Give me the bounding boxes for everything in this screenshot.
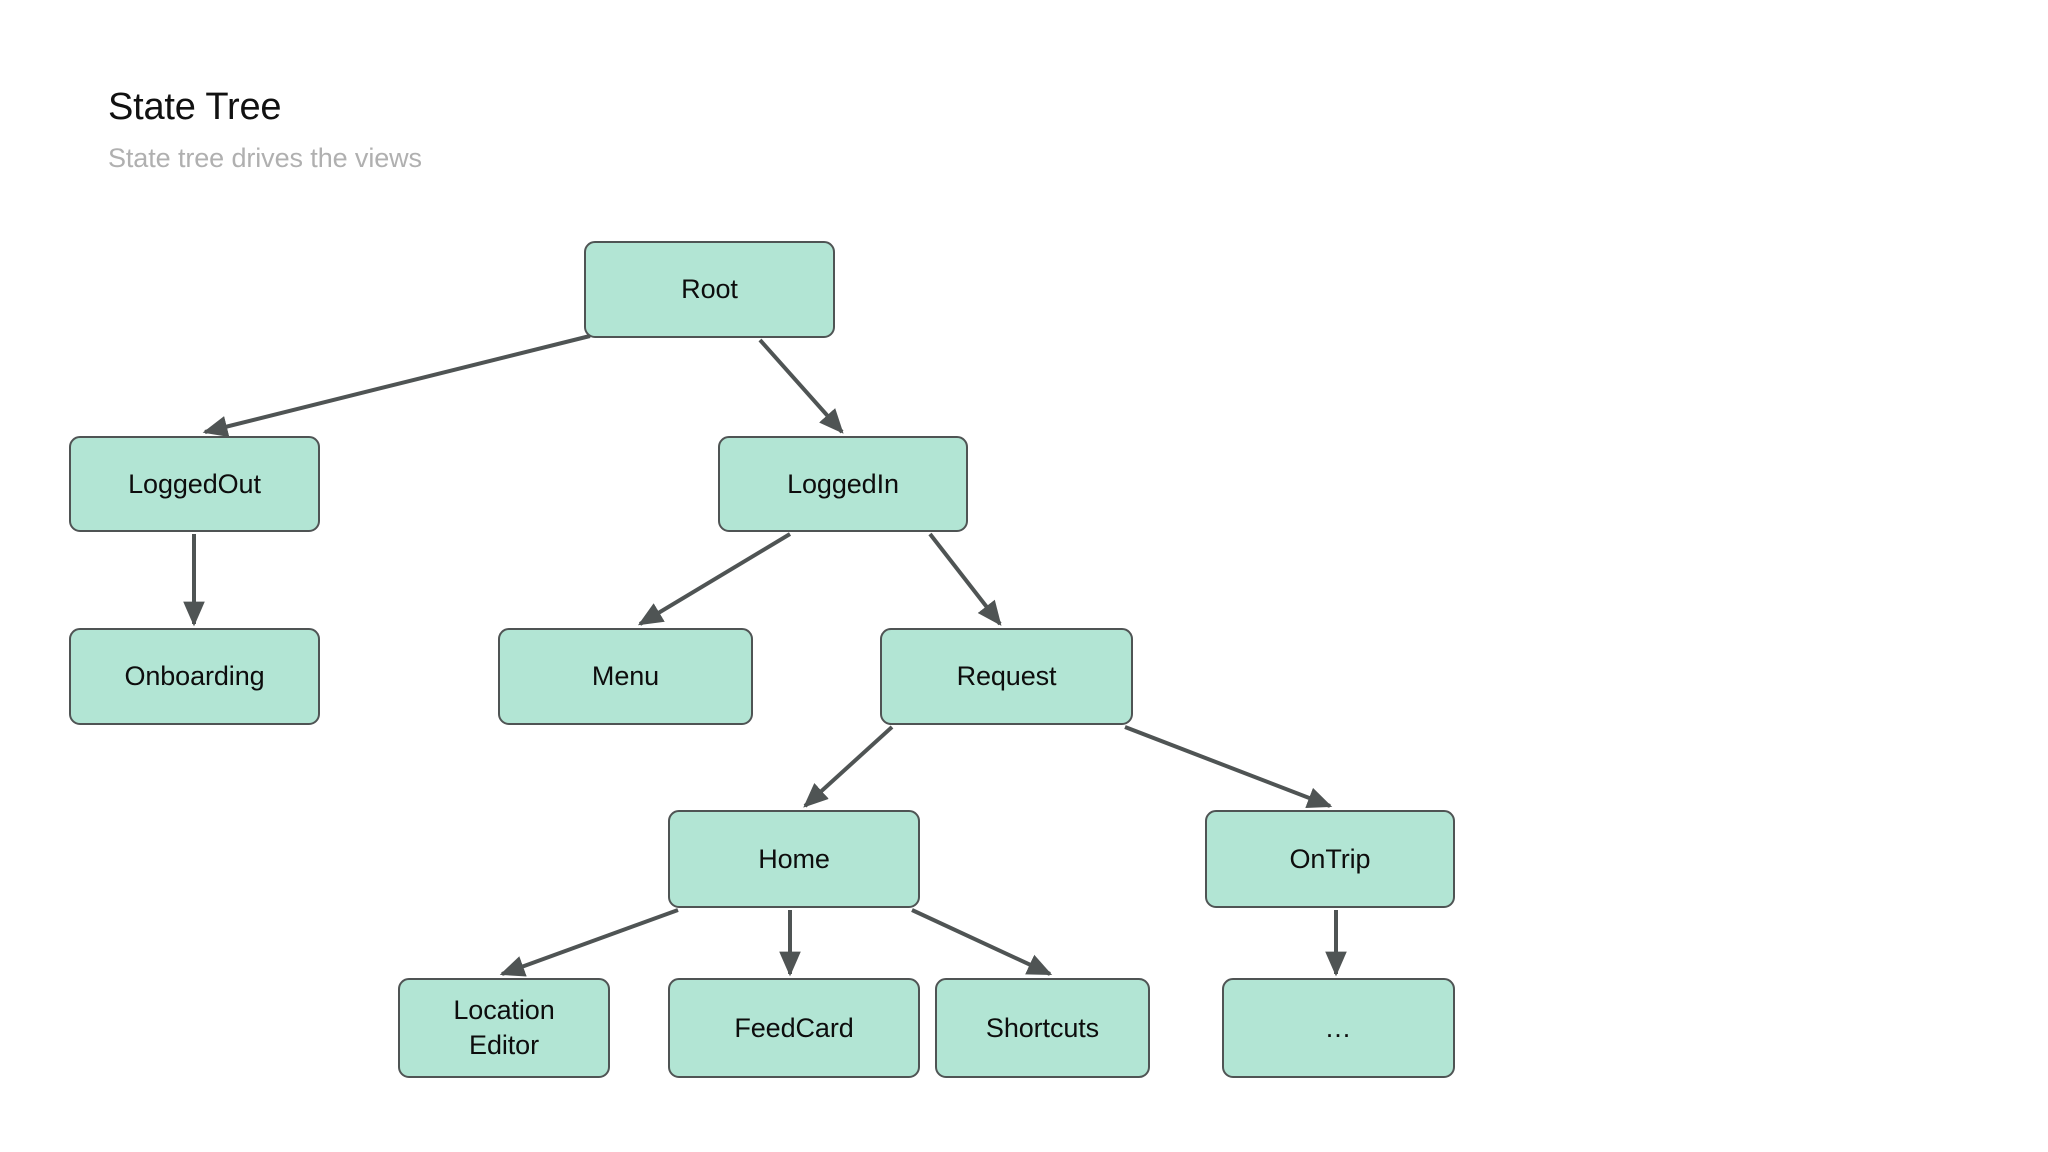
node-shortcuts[interactable]: Shortcuts (935, 978, 1150, 1078)
edge-home-to-shortcuts (911, 908, 1053, 976)
node-label: Location Editor (453, 995, 555, 1060)
node-home[interactable]: Home (668, 810, 920, 908)
node-loggedout[interactable]: LoggedOut (69, 436, 320, 532)
page-subtitle: State tree drives the views (108, 142, 422, 173)
node-menu[interactable]: Menu (498, 628, 753, 725)
node-label: ... (1325, 1012, 1352, 1043)
node-ontrip[interactable]: OnTrip (1205, 810, 1455, 908)
node-loggedin[interactable]: LoggedIn (718, 436, 968, 532)
edge-loggedin-to-request (928, 532, 1002, 626)
node-label: LoggedIn (787, 468, 899, 499)
node-label: LoggedOut (128, 468, 261, 499)
node-ellipsis[interactable]: ... (1222, 978, 1455, 1078)
node-location[interactable]: Location Editor (398, 978, 610, 1078)
node-label: FeedCard (734, 1012, 854, 1043)
edge-loggedin-to-menu (637, 532, 792, 626)
edge-home-to-location (499, 908, 679, 977)
node-label: Root (681, 274, 738, 305)
node-root[interactable]: Root (584, 241, 835, 338)
node-label: Onboarding (124, 661, 265, 692)
node-label: Home (758, 843, 830, 874)
node-onboarding[interactable]: Onboarding (69, 628, 320, 725)
page-title: State Tree (108, 86, 282, 128)
edge-root-to-loggedout (202, 334, 591, 438)
node-request[interactable]: Request (880, 628, 1133, 725)
node-feedcard[interactable]: FeedCard (668, 978, 920, 1078)
edge-request-to-home (803, 725, 894, 808)
edge-request-to-ontrip (1124, 725, 1333, 809)
node-label: OnTrip (1289, 843, 1371, 874)
node-label: Shortcuts (985, 1012, 1100, 1043)
diagram-header: State Tree State tree drives the views (108, 86, 1008, 174)
node-label: Menu (591, 661, 660, 692)
edge-root-to-loggedin (758, 338, 844, 434)
node-label: Request (956, 661, 1057, 692)
